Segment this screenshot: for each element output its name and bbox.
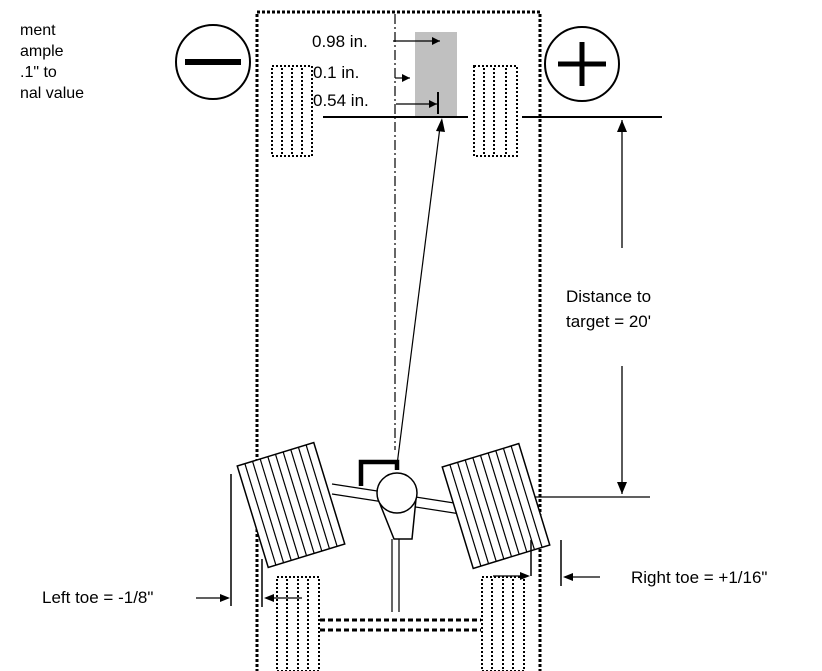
rear-left-tire-outline [276, 576, 320, 671]
front-right-tire [441, 442, 551, 570]
note-line-2: ample [20, 43, 64, 60]
arrowhead-icon [436, 118, 445, 132]
gauge-bracket [358, 459, 400, 486]
measurement-middle: 0.1 in. [313, 63, 359, 82]
arrowhead-icon [520, 572, 530, 580]
minus-circle-icon [175, 24, 251, 100]
distance-label-line2: target = 20' [566, 312, 651, 331]
arrowhead-icon [429, 100, 437, 108]
rear-right-tire-outline [481, 576, 525, 671]
note-text: ment ample .1" to nal value [20, 22, 84, 102]
vehicle-outline [255, 10, 542, 671]
arrowhead-icon [432, 37, 440, 45]
arrowhead-icon [617, 120, 627, 132]
front-left-tire-outline [271, 65, 313, 157]
front-right-tire-outline [473, 65, 518, 157]
arrowhead-icon [220, 594, 230, 602]
left-toe-label: Left toe = -1/8" [42, 588, 153, 607]
arrowhead-icon [617, 482, 627, 494]
front-left-tire [236, 441, 346, 569]
note-line-1: ment [20, 22, 56, 39]
distance-label-line1: Distance to [566, 287, 651, 306]
arrowhead-icon [402, 74, 410, 82]
note-line-4: nal value [20, 85, 84, 102]
target-zone [415, 32, 457, 117]
plus-circle-icon [544, 26, 620, 102]
measurement-top: 0.98 in. [312, 32, 368, 51]
note-line-3: .1" to [20, 64, 57, 81]
arrowhead-icon [563, 573, 573, 581]
measurement-bottom: 0.54 in. [313, 91, 369, 110]
right-toe-label: Right toe = +1/16" [631, 568, 767, 587]
laser-beam [396, 126, 441, 466]
laser-gauge [376, 472, 418, 612]
rear-axle [320, 618, 481, 632]
arrowhead-icon [264, 594, 274, 602]
